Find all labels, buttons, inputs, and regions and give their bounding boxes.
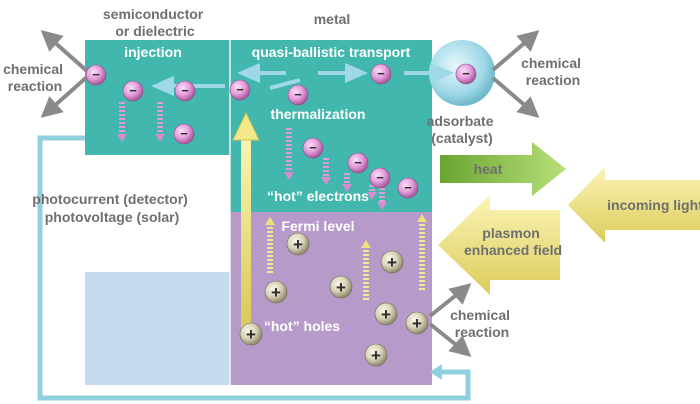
hole-5: +: [374, 302, 398, 326]
electron-10: −: [347, 152, 369, 174]
metal-electron-region: [230, 40, 432, 212]
hole-sign: +: [387, 253, 397, 272]
electron-11: −: [369, 167, 391, 189]
semiconductor-valence-band: [85, 272, 230, 385]
electron-sign: −: [404, 180, 412, 195]
holes-layer: + + + + + + + +: [239, 232, 429, 367]
hole-4: +: [264, 280, 288, 304]
hole-8: +: [364, 343, 388, 367]
semiconductor-gap: [85, 155, 230, 272]
chemical-reaction-bottom-label: chemical reaction: [450, 307, 514, 340]
electron-3: −: [174, 80, 196, 102]
electron-4: −: [173, 123, 195, 145]
heat-arrow: [440, 142, 566, 196]
plasmon-excitation-arrow: [232, 111, 260, 338]
hole-7: +: [239, 322, 263, 346]
adsorbate-label: adsorbate (catalyst): [427, 113, 498, 146]
hole-3: +: [329, 275, 353, 299]
electron-12: −: [397, 177, 419, 199]
relaxation-arrow-1: [117, 102, 127, 142]
electron-sign: −: [180, 126, 188, 141]
photocurrent-label: photocurrent (detector) photovoltage (so…: [32, 191, 191, 225]
circuit-arrowhead: [430, 364, 442, 380]
electron-9: −: [302, 137, 324, 159]
hole-sign: +: [336, 278, 346, 297]
hole-sign: +: [371, 346, 381, 365]
excitation-arrows: [265, 214, 427, 300]
relaxation-arrow-2: [155, 102, 165, 142]
electron-sign: −: [129, 83, 137, 98]
semiconductor-label: semiconductor or dielectric: [103, 6, 207, 39]
electron-5: −: [229, 79, 251, 101]
metal-label: metal: [314, 11, 351, 27]
metal-hole-region: [230, 212, 432, 385]
incoming-light-label: incoming light: [607, 197, 700, 213]
electron-sign: −: [92, 67, 100, 82]
chemical-reaction-right-label: chemical reaction: [521, 55, 585, 88]
relaxation-arrow-6: [367, 185, 377, 200]
hole-sign: +: [381, 305, 391, 324]
chemical-reaction-left-label: chemical reaction: [3, 61, 67, 94]
plasmon-field-label: plasmon enhanced field: [464, 225, 562, 258]
plasmon-field-arrow: [438, 195, 560, 295]
hole-sign: +: [246, 325, 256, 344]
electron-7: −: [370, 63, 392, 85]
incoming-light-arrow: [568, 167, 700, 243]
electron-sign: −: [294, 87, 302, 102]
electron-sign: −: [354, 155, 362, 170]
electron-sign: −: [377, 66, 385, 81]
reaction-arrows: [40, 30, 540, 357]
thermalization-label: thermalization: [271, 106, 366, 122]
electron-8: −: [455, 63, 477, 85]
electron-sign: −: [236, 82, 244, 97]
hole-1: +: [286, 232, 310, 256]
electrons-layer: −−−−−−−−−−−−: [85, 63, 477, 199]
relaxation-arrow-4: [321, 158, 331, 185]
hole-6: +: [405, 311, 429, 335]
electron-1: −: [85, 64, 107, 86]
excitation-arrow-2: [361, 240, 371, 300]
fermi-level-label: Fermi level: [281, 218, 354, 234]
hole-sign: +: [293, 235, 303, 254]
hole-sign: +: [271, 283, 281, 302]
electron-sign: −: [309, 140, 317, 155]
relaxation-arrows: [117, 102, 387, 210]
quasi-ballistic-label: quasi-ballistic transport: [252, 44, 411, 60]
heat-label: heat: [474, 161, 503, 177]
electron-2: −: [122, 80, 144, 102]
relaxation-arrow-5: [342, 173, 352, 192]
electron-sign: −: [376, 170, 384, 185]
hot-electrons-label: “hot” electrons: [267, 188, 369, 204]
electron-sign: −: [181, 83, 189, 98]
relaxation-arrow-3: [284, 128, 294, 180]
hole-sign: +: [412, 314, 422, 333]
external-circuit: [37, 135, 471, 401]
excitation-arrow-1: [265, 217, 275, 273]
hole-2: +: [380, 250, 404, 274]
excitation-arrow-3: [417, 214, 427, 290]
relaxation-arrow-7: [377, 188, 387, 210]
electron-sign: −: [462, 66, 470, 81]
hot-holes-label: “hot” holes: [264, 318, 340, 334]
electron-6: −: [287, 84, 309, 106]
injection-label: injection: [124, 44, 182, 60]
transport-arrows: [151, 62, 454, 97]
